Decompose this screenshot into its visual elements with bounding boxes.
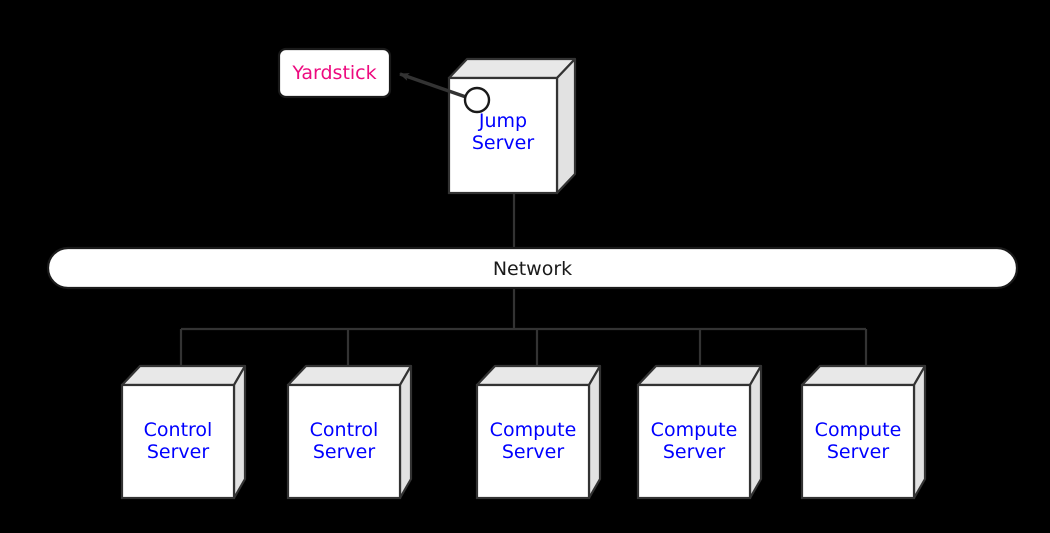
server-front-face (800, 383, 916, 500)
server-node[interactable] (120, 364, 247, 500)
server-side-face (398, 364, 413, 500)
server-top-face (800, 364, 927, 387)
network-bar[interactable] (46, 246, 1019, 290)
server-side-face (912, 364, 927, 500)
server-node[interactable] (636, 364, 763, 500)
server-top-face (286, 364, 413, 387)
yardstick-interface-arrow (399, 72, 467, 99)
server-top-face (636, 364, 763, 387)
jump-server-top-face (447, 57, 577, 80)
server-front-face (636, 383, 752, 500)
server-top-face (120, 364, 247, 387)
yardstick-box[interactable] (277, 47, 392, 99)
server-front-face (120, 383, 236, 500)
jump-server-lollipop-icon (463, 86, 491, 114)
jump-server-node[interactable] (447, 57, 577, 195)
jump-server-side-face (555, 57, 577, 195)
server-node[interactable] (286, 364, 413, 500)
server-side-face (748, 364, 763, 500)
server-side-face (587, 364, 602, 500)
jump-server-front-face (447, 76, 559, 195)
server-node[interactable] (475, 364, 602, 500)
server-front-face (475, 383, 591, 500)
server-front-face (286, 383, 402, 500)
server-top-face (475, 364, 602, 387)
server-node[interactable] (800, 364, 927, 500)
server-side-face (232, 364, 247, 500)
